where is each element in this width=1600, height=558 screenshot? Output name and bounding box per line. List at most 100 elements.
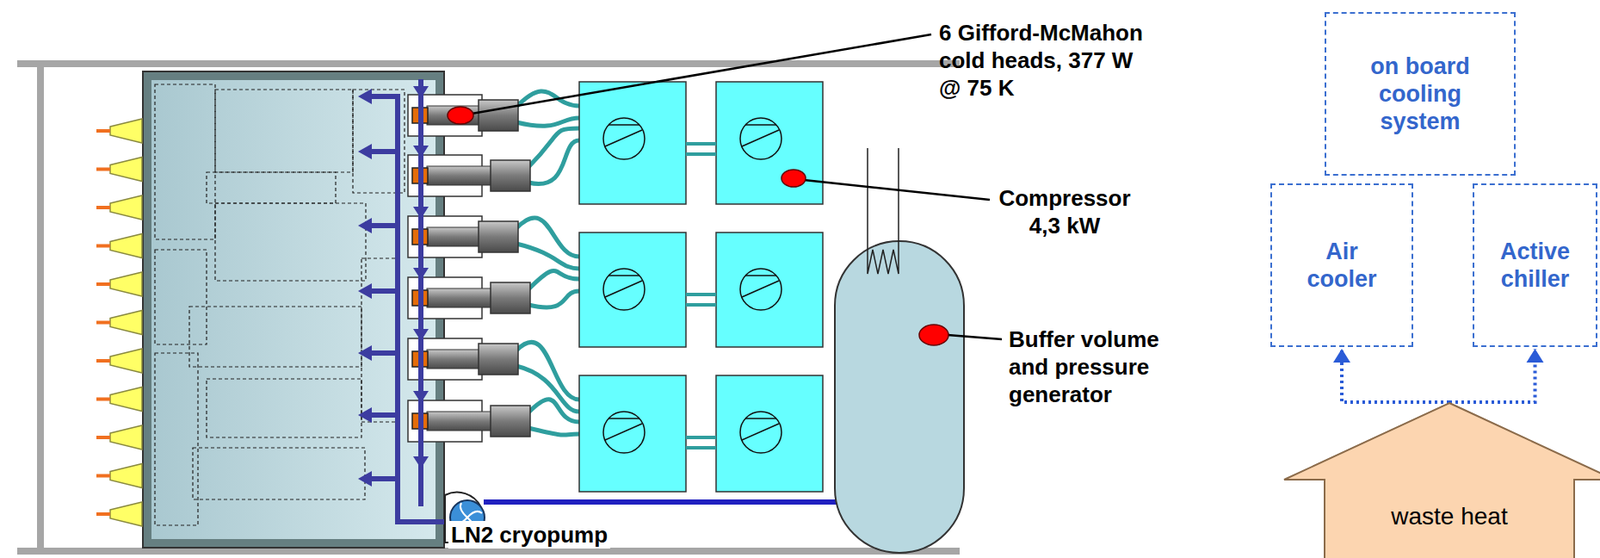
node-text: Active chiller <box>1482 237 1589 293</box>
hose <box>516 365 580 412</box>
compressor-symbol-line <box>741 129 779 147</box>
compressor-symbol-line <box>741 423 779 440</box>
node-text: Air cooler <box>1293 237 1390 293</box>
callout-dot <box>781 169 806 187</box>
cone <box>110 348 143 373</box>
head-cylinder <box>426 227 482 247</box>
flow-arrowhead <box>358 217 372 234</box>
leader-lines <box>471 34 1002 340</box>
cone-tip <box>96 397 111 402</box>
inner-modules <box>154 84 405 526</box>
cone <box>110 195 143 220</box>
compressor-symbol <box>603 117 645 160</box>
flow-arrowhead <box>358 283 372 299</box>
cone <box>110 118 143 143</box>
compressor-symbol-line <box>745 123 777 126</box>
connector-arrowhead <box>1526 348 1545 363</box>
cryostat-inner <box>151 80 436 539</box>
flow-arrowhead <box>413 86 429 99</box>
cone <box>110 501 143 526</box>
flow-arrowhead <box>358 470 372 487</box>
head-cylinder <box>426 411 495 431</box>
buffer-volume <box>834 240 964 553</box>
compressor-symbol <box>603 268 645 310</box>
compressor-symbol-line <box>605 423 643 440</box>
compressor-link <box>685 437 717 448</box>
cone <box>110 310 143 335</box>
housing-top <box>17 60 960 68</box>
cone <box>110 387 143 412</box>
cone-tip <box>96 167 111 172</box>
compressor-symbol-line <box>605 129 643 147</box>
head-motor <box>478 221 519 253</box>
cone-tip <box>96 435 111 439</box>
hose <box>528 427 580 435</box>
hose <box>528 270 580 290</box>
hose <box>516 217 580 257</box>
ln2-flow-arrowheads <box>358 86 429 487</box>
compressor-symbol-line <box>608 274 640 277</box>
heat-arrow-shape <box>1284 400 1600 558</box>
gas-hoses <box>516 91 580 435</box>
flow-arrowhead <box>413 267 429 280</box>
flow-arrowhead <box>413 145 429 158</box>
cooler-box: Air cooler <box>1270 183 1414 347</box>
compressor-symbol-line <box>745 274 777 277</box>
compressor-symbol-line <box>745 417 777 420</box>
head-motor <box>478 99 519 131</box>
flow-arrowhead <box>413 206 429 219</box>
compressor-symbol <box>603 411 645 453</box>
cone <box>110 157 143 182</box>
flow-arrowhead <box>413 456 429 469</box>
node-text: waste heat <box>1324 501 1575 532</box>
compressor-box <box>716 81 823 204</box>
housing-side <box>37 60 44 555</box>
cone-tip <box>96 474 111 478</box>
compressor-symbol-line <box>741 280 779 297</box>
hose <box>528 290 580 308</box>
buffer-label: Buffer volume and pressure generator <box>1008 325 1181 408</box>
compressor-symbol-line <box>608 417 640 420</box>
pump-label: LN2 cryopump <box>448 520 611 549</box>
hose <box>528 399 580 422</box>
connector-arrowhead <box>1333 348 1351 363</box>
compressor-label: Compressor 4,3 kW <box>994 184 1135 240</box>
compressor-link <box>685 294 717 305</box>
head-motor <box>490 160 531 192</box>
cone-tip <box>96 244 111 248</box>
compressor-symbol <box>740 117 782 160</box>
housing-bottom <box>17 547 960 555</box>
compressor-link <box>685 143 717 155</box>
ln2-flow <box>370 79 448 522</box>
compressor-symbol <box>740 268 782 310</box>
heat-arrow: waste heat <box>1284 400 1600 558</box>
chiller-box: Active chiller <box>1472 183 1598 347</box>
compressor-box <box>579 232 686 347</box>
head-cylinder <box>426 105 482 125</box>
cone <box>110 271 143 297</box>
cone-tip <box>96 129 111 133</box>
node-text: on board cooling system <box>1359 52 1481 136</box>
cone-tip <box>96 512 111 516</box>
compressor-box <box>716 375 823 492</box>
cone-tip <box>96 282 111 286</box>
system-box: on board cooling system <box>1324 12 1516 176</box>
emitter-cones <box>96 118 143 526</box>
head-cylinder <box>426 349 482 369</box>
flow-arrowhead <box>358 345 372 361</box>
cone-tip <box>96 205 111 210</box>
flow-arrowhead <box>358 88 372 105</box>
flow-arrowhead <box>413 328 429 341</box>
heat-arrow-outline <box>1284 402 1600 558</box>
head-cylinder <box>426 166 495 186</box>
hose <box>516 243 580 269</box>
cone <box>110 463 143 489</box>
cold-heads <box>407 94 531 442</box>
cone-tip <box>96 321 111 325</box>
compressors <box>579 81 823 492</box>
flow-arrowhead <box>358 407 372 423</box>
dotted-connector <box>1449 348 1536 402</box>
hose <box>528 140 580 185</box>
cone <box>110 425 143 450</box>
compressor-box <box>716 232 823 347</box>
